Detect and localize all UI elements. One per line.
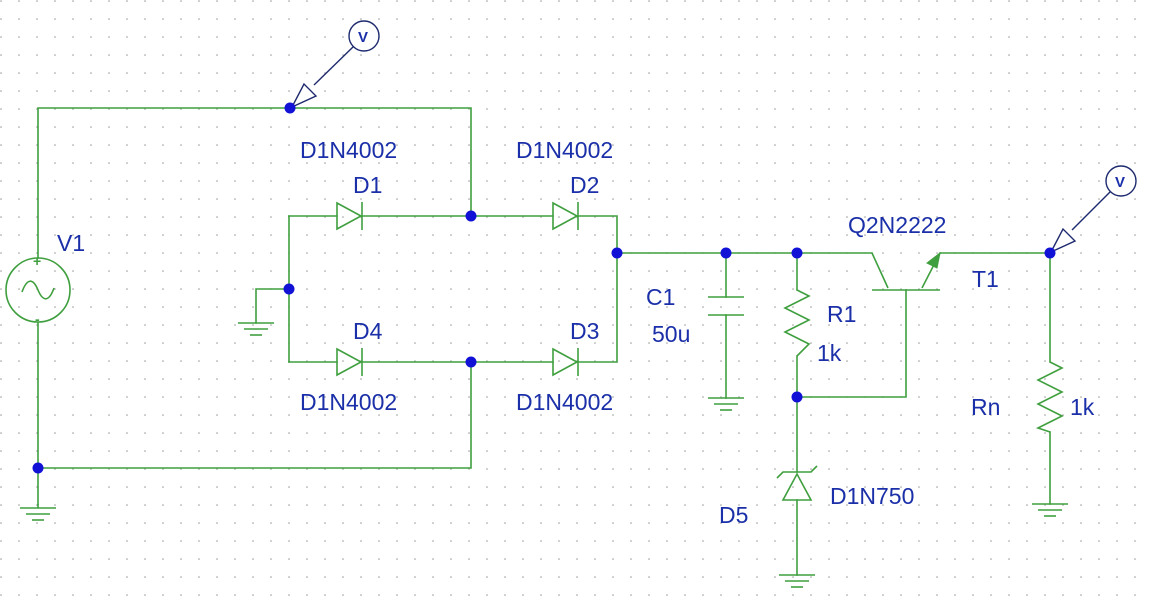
d2-label: D2 — [570, 172, 599, 198]
t1-emitter-arrow-icon — [926, 251, 941, 269]
d2-diode-icon — [552, 201, 579, 231]
d3-label: D3 — [570, 318, 599, 344]
t1-model-label: Q2N2222 — [848, 212, 946, 238]
probe-input-label: V — [358, 29, 368, 46]
d1-model-label: D1N4002 — [300, 137, 397, 163]
v1-ac-source: + - — [5, 253, 71, 327]
junction-dot — [465, 210, 477, 222]
junction-dot — [611, 247, 623, 259]
ground-bridge — [238, 322, 274, 336]
ground-v1 — [20, 504, 56, 521]
rn-resistor-icon — [1035, 361, 1064, 433]
wire-bridge-right — [578, 215, 618, 363]
t1-label: T1 — [972, 266, 999, 292]
rn-value-label: 1k — [1070, 394, 1095, 420]
wire-bottom-rail — [37, 361, 472, 469]
capacitor-c1 — [708, 296, 744, 316]
d3-diode-icon — [552, 347, 579, 377]
probe-output-stem — [1071, 190, 1112, 231]
probe-input-stem — [313, 45, 355, 86]
junction-dot — [791, 391, 803, 403]
d4-diode-icon — [336, 347, 363, 377]
r1-resistor-icon — [783, 289, 811, 357]
diode-d4 — [336, 347, 363, 377]
diode-d2 — [552, 201, 579, 231]
transistor-t1 — [871, 251, 941, 291]
r1-label: R1 — [827, 301, 856, 327]
junction-dot — [284, 102, 296, 114]
diode-d1 — [336, 201, 363, 231]
d3-model-label: D1N4002 — [516, 389, 613, 415]
wires — [37, 107, 1051, 576]
voltage-probe-output[interactable]: V — [1049, 165, 1137, 254]
d4-label: D4 — [353, 318, 383, 344]
d5-zener-bar — [776, 465, 818, 479]
t1-collector-leg — [871, 252, 889, 289]
resistor-r1 — [783, 289, 811, 357]
ground-d5 — [779, 574, 815, 588]
junction-dot — [720, 247, 732, 259]
sine-wave-icon — [21, 280, 55, 300]
wire-bridge-ground — [255, 288, 290, 324]
probe-arrow-icon — [290, 82, 318, 109]
d1-label: D1 — [353, 172, 382, 198]
wire-top-rail — [37, 107, 472, 259]
diode-d3 — [552, 347, 579, 377]
junction-dot — [791, 247, 803, 259]
probe-input-circle — [348, 20, 380, 52]
d4-model-label: D1N4002 — [300, 389, 397, 415]
d5-label: D5 — [719, 502, 748, 528]
junction-dot — [465, 356, 477, 368]
d5-model-label: D1N750 — [830, 483, 914, 509]
wire-base — [796, 289, 907, 398]
d5-zener-icon — [781, 472, 813, 501]
junction-dot — [32, 462, 44, 474]
c1-value-label: 50u — [652, 321, 690, 347]
probe-output-label: V — [1115, 174, 1125, 191]
junction-dot — [1044, 247, 1056, 259]
zener-d5 — [776, 465, 818, 501]
junctions — [32, 102, 1056, 474]
v1-source-circle — [5, 257, 71, 323]
d1-diode-icon — [336, 201, 363, 231]
ground-c1 — [708, 397, 744, 411]
rn-label: Rn — [971, 394, 1000, 420]
junction-dot — [283, 283, 295, 295]
r1-value-label: 1k — [817, 340, 842, 366]
probe-arrow-icon — [1049, 227, 1077, 254]
probe-output-circle — [1105, 165, 1137, 197]
resistor-rn — [1035, 361, 1064, 433]
v1-label: V1 — [57, 230, 85, 256]
ground-rn — [1032, 503, 1068, 517]
d2-model-label: D1N4002 — [516, 137, 613, 163]
c1-label: C1 — [646, 284, 675, 310]
component-labels: V1 D1N4002 D1 D1N4002 D2 D4 D1N4002 D3 D… — [57, 137, 1095, 528]
v1-plus-sign: + — [33, 253, 41, 269]
voltage-probe-input[interactable]: V — [290, 20, 380, 109]
v1-minus-sign: - — [35, 311, 40, 327]
